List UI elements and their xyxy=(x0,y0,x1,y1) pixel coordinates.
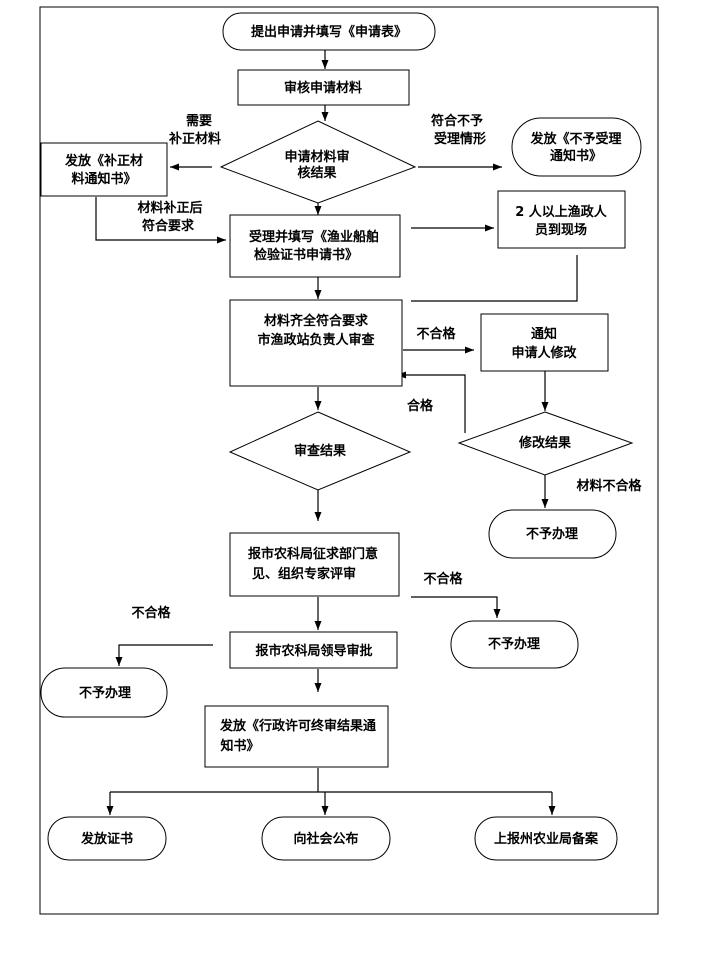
officers-onsite-label-1: 2 人以上渔政人 xyxy=(515,204,608,220)
public-announce-node: 向社会公布 xyxy=(261,816,391,861)
review-materials-label: 审核申请材料 xyxy=(284,80,362,96)
not-approved-node-2: 不予办理 xyxy=(450,620,579,669)
arrow-officers-to-review xyxy=(411,255,578,302)
connectors xyxy=(95,49,578,815)
report-bureau-box: 报市农科局征求部门意 见、组织专家评审 xyxy=(229,532,400,597)
review-result-label-1: 申请材料审 xyxy=(284,149,349,165)
reject-notice-label-1: 发放《不予受理 xyxy=(529,131,621,147)
not-approved-label-1: 不予办理 xyxy=(526,526,578,542)
complete-review-label-1: 材料齐全符合要求 xyxy=(264,313,369,329)
start-node-label: 提出申请并填写《申请表》 xyxy=(251,24,407,40)
edge-label-qualified: 合格 xyxy=(407,398,434,414)
officers-onsite-box: 2 人以上渔政人 员到现场 xyxy=(497,190,626,249)
supplement-notice-label-2: 料通知书》 xyxy=(71,171,136,187)
leader-approval-label: 报市农科局领导审批 xyxy=(255,643,372,659)
report-bureau-label-2: 见、组织专家评审 xyxy=(252,566,356,582)
not-approved-node-1: 不予办理 xyxy=(488,509,617,559)
not-approved-node-3: 不予办理 xyxy=(40,667,168,718)
arrow-report-to-notapproved xyxy=(411,596,501,618)
modify-result-diamond: 修改结果 xyxy=(457,411,634,476)
supplement-notice-label-1: 发放《补正材 xyxy=(64,153,143,169)
reject-notice-label-2: 通知书》 xyxy=(550,148,602,164)
review-result-label-2: 核结果 xyxy=(297,165,336,181)
audit-result-label: 审查结果 xyxy=(294,443,346,459)
report-filing-node: 上报州农业局备案 xyxy=(474,816,618,861)
report-bureau-label-1: 报市农科局征求部门意 xyxy=(248,546,378,562)
modify-result-label: 修改结果 xyxy=(518,435,571,451)
reject-notice-node: 发放《不予受理 通知书》 xyxy=(511,117,642,177)
issue-notice-label-1: 发放《行政许可终审结果通 xyxy=(219,718,376,734)
edge-label-need-supplement-2: 补正材料 xyxy=(168,131,221,147)
not-approved-label-2: 不予办理 xyxy=(488,636,540,652)
arrow-leader-to-notapproved xyxy=(115,644,213,666)
accept-fill-box: 受理并填写《渔业船舶 检验证书申请书》 xyxy=(229,214,401,278)
complete-review-label-2: 市渔政站负责人审查 xyxy=(257,332,375,348)
notify-modify-label-2: 申请人修改 xyxy=(511,345,577,361)
leader-approval-box: 报市农科局领导审批 xyxy=(229,631,398,669)
issue-notice-label-2: 知书》 xyxy=(220,738,259,754)
review-result-diamond: 申请材料审 核结果 xyxy=(219,120,417,204)
arrow-modify-to-complete xyxy=(397,371,466,433)
officers-onsite-label-2: 员到现场 xyxy=(535,223,587,238)
issue-notice-box: 发放《行政许可终审结果通 知书》 xyxy=(204,705,389,768)
outer-frame xyxy=(39,6,659,915)
review-materials-box: 审核申请材料 xyxy=(237,69,410,106)
edge-label-after-supplement-2: 符合要求 xyxy=(142,218,195,234)
report-filing-label: 上报州农业局备案 xyxy=(494,831,599,847)
edge-label-not-accept-2: 受理情形 xyxy=(434,131,486,147)
edge-label-unqualified-1: 不合格 xyxy=(416,326,456,342)
edge-labels: 需要 补正材料 符合不予 受理情形 材料补正后 符合要求 不合格 合格 材料不合… xyxy=(131,113,642,621)
public-announce-label: 向社会公布 xyxy=(293,831,358,847)
not-approved-label-3: 不予办理 xyxy=(79,685,131,701)
accept-fill-label-1: 受理并填写《渔业船舶 xyxy=(249,229,379,245)
supplement-notice-box: 发放《补正材 料通知书》 xyxy=(40,142,168,197)
start-node: 提出申请并填写《申请表》 xyxy=(222,12,436,51)
notify-modify-box: 通知 申请人修改 xyxy=(480,313,609,372)
issue-certificate-label: 发放证书 xyxy=(80,831,133,847)
edge-label-not-accept-1: 符合不予 xyxy=(431,113,483,129)
edge-label-after-supplement-1: 材料补正后 xyxy=(137,200,202,216)
accept-fill-label-2: 检验证书申请书》 xyxy=(254,247,358,263)
edge-label-unqualified-3: 不合格 xyxy=(131,605,171,621)
edge-label-material-unqualified: 材料不合格 xyxy=(576,478,642,494)
notify-modify-label-1: 通知 xyxy=(531,326,557,342)
complete-review-box: 材料齐全符合要求 市渔政站负责人审查 xyxy=(229,299,403,387)
edge-label-unqualified-2: 不合格 xyxy=(423,571,463,587)
audit-result-diamond: 审查结果 xyxy=(228,411,412,491)
issue-certificate-node: 发放证书 xyxy=(47,816,167,861)
edge-label-need-supplement-1: 需要 xyxy=(186,114,212,129)
arrow-supplement-to-accept xyxy=(95,197,226,244)
